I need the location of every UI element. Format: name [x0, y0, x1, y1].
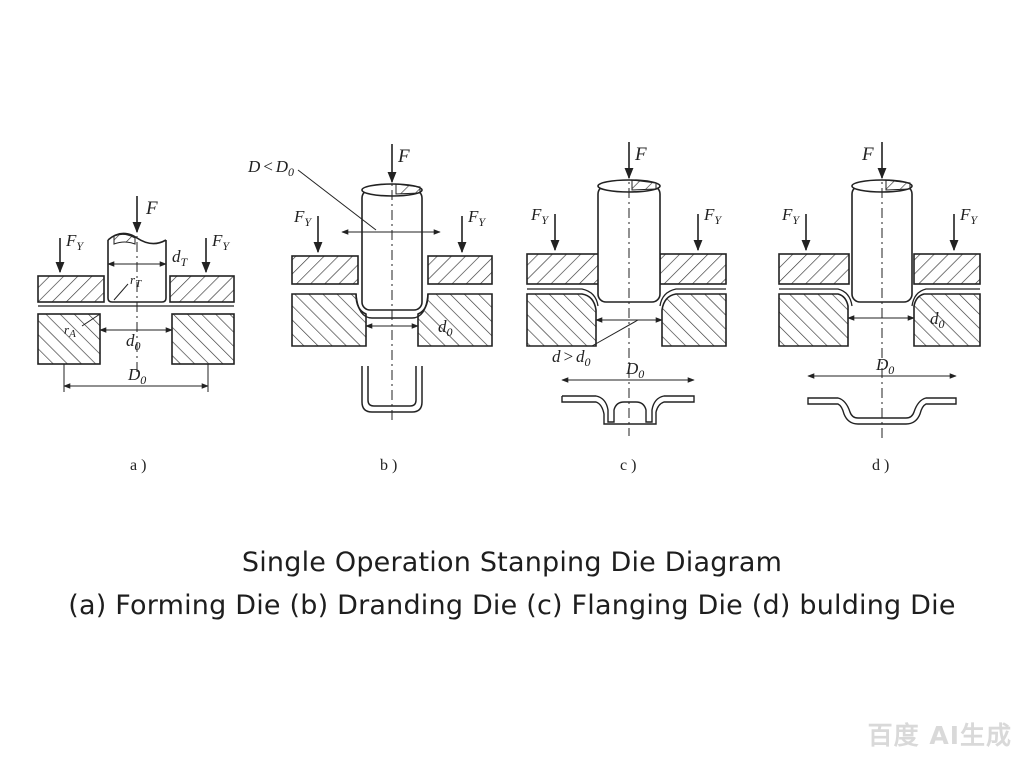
holder-plate-right	[913, 253, 981, 285]
leader-rT	[113, 283, 129, 301]
leader-D	[297, 169, 377, 231]
holder-plate-left	[37, 275, 105, 303]
holder-plate-left	[778, 253, 850, 285]
condition-label: D<D0	[247, 157, 294, 179]
punch-section-hatch	[885, 179, 911, 191]
holder-plate-right	[659, 253, 727, 285]
flange-in-die	[527, 288, 726, 307]
die-block-left	[778, 293, 849, 347]
panel-b	[291, 144, 493, 420]
die-block-left	[37, 313, 101, 365]
flanged-part	[562, 395, 695, 423]
holder-plate-left	[526, 253, 600, 285]
force-label: F	[861, 144, 874, 165]
force-label: F	[145, 198, 158, 219]
holder-force-right-label: FY	[703, 205, 722, 227]
holder-force-left-label: FY	[293, 207, 312, 229]
panel-d	[778, 142, 981, 440]
holder-force-left-label: FY	[781, 205, 800, 227]
bulge-in-die	[779, 288, 980, 307]
punch-section-hatch	[631, 179, 657, 191]
die-block-right	[171, 313, 235, 365]
die-block-left	[291, 293, 367, 347]
panel-label-b: b )	[380, 457, 397, 474]
panel-label-a: a )	[130, 457, 146, 474]
panel-a	[37, 196, 235, 392]
holder-force-left-label: FY	[530, 205, 549, 227]
dim-D0-label: D0	[625, 359, 644, 381]
dim-dT-label: dT	[172, 247, 189, 269]
punch-section-hatch	[113, 233, 136, 245]
holder-force-right-label: FY	[959, 205, 978, 227]
die-block-right	[661, 293, 727, 347]
panel-c	[526, 142, 727, 436]
panel-label-d: d )	[872, 457, 889, 474]
punch-section-hatch	[395, 183, 421, 195]
force-label: F	[397, 146, 410, 167]
dim-d0-label: d0	[126, 331, 141, 353]
holder-force-right-label: FY	[211, 231, 230, 253]
bulged-part	[807, 397, 957, 425]
dim-D0-label: D0	[875, 355, 894, 377]
leader-rA	[81, 313, 101, 327]
die-block-left	[526, 293, 597, 347]
rT-label: rT	[130, 272, 142, 290]
flanged-part-body	[561, 396, 657, 425]
watermark-logo: 百度 AI生成	[867, 721, 1012, 750]
holder-plate-right	[169, 275, 235, 303]
die-block-right	[417, 293, 493, 347]
holder-force-left-label: FY	[65, 231, 84, 253]
dim-d0-label: d0	[930, 309, 945, 331]
holder-force-right-label: FY	[467, 207, 486, 229]
panel-label-c: c )	[620, 457, 636, 474]
leader-d	[591, 319, 639, 347]
die-block-right	[913, 293, 981, 347]
dim-D0-label: D0	[127, 365, 146, 387]
caption-subtitle: (a) Forming Die (b) Dranding Die (c) Fla…	[68, 590, 956, 621]
caption-title: Single Operation Stanping Die Diagram	[241, 547, 783, 578]
condition-label: d>d0	[552, 347, 590, 369]
rA-label: rA	[64, 322, 76, 340]
holder-plate-left	[291, 255, 359, 285]
dim-d0-label: d0	[438, 317, 453, 339]
holder-plate-right	[427, 255, 493, 285]
force-label: F	[634, 144, 647, 165]
